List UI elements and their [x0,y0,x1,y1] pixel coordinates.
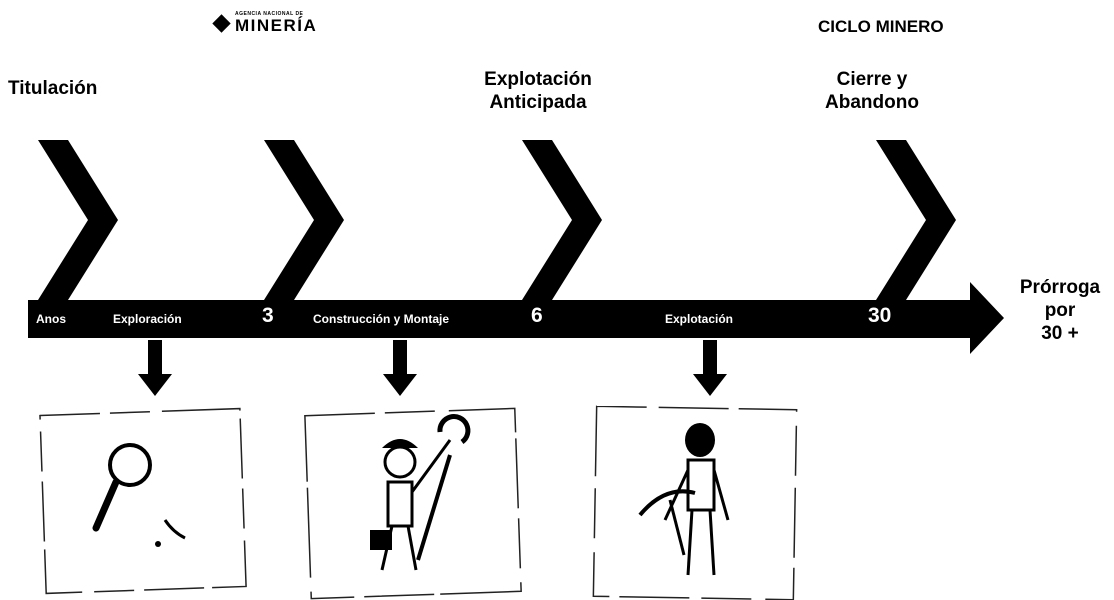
stage-cierre-line2: Abandono [825,91,919,113]
year-6-label: 6 [531,304,543,327]
construction-illustration [304,407,522,600]
down-arrow-exploracion-icon [138,340,172,396]
extension-line3: 30 + [1041,323,1079,345]
cycle-title: CICLO MINERO [818,17,944,36]
down-arrow-construccion-icon [383,340,417,396]
year-30-label: 30 [868,304,892,327]
chevron-construccion-icon [264,140,344,300]
chevron-titulacion-icon [38,140,118,300]
phase-exploracion-label: Exploración [113,312,182,326]
timeline-arrow [28,282,1004,354]
phase-explotacion-label: Explotación [665,312,734,326]
down-arrow-explotacion-icon [693,340,727,396]
extension-label: Prórroga por 30 + [1008,276,1112,346]
agency-logo: AGENCIA NACIONAL DE MINERÍA [212,11,318,35]
year-3-label: 3 [262,304,274,327]
stage-explotacion-anticipada-line2: Anticipada [489,91,587,113]
timeline-start-label: Anos [36,312,66,326]
chevron-explotacion-anticipada-icon [522,140,602,300]
stage-cierre-line1: Cierre y [836,69,908,90]
extension-line2: por [1044,300,1076,322]
stage-titulacion: Titulación [8,78,98,99]
stage-explotacion-anticipada-line1: Explotación [484,69,592,90]
chevron-cierre-icon [876,140,956,300]
stage-explotacion-anticipada: Explotación Anticipada [450,69,626,115]
exploitation-illustration [592,405,798,600]
phase-construccion-label: Construcción y Montaje [313,312,450,326]
extension-line1: Prórroga [1019,277,1101,298]
stage-cierre-abandono: Cierre y Abandono [797,69,947,115]
logo-title: MINERÍA [235,16,318,35]
exploration-illustration [39,407,247,595]
logo-subtitle: AGENCIA NACIONAL DE [235,11,304,17]
